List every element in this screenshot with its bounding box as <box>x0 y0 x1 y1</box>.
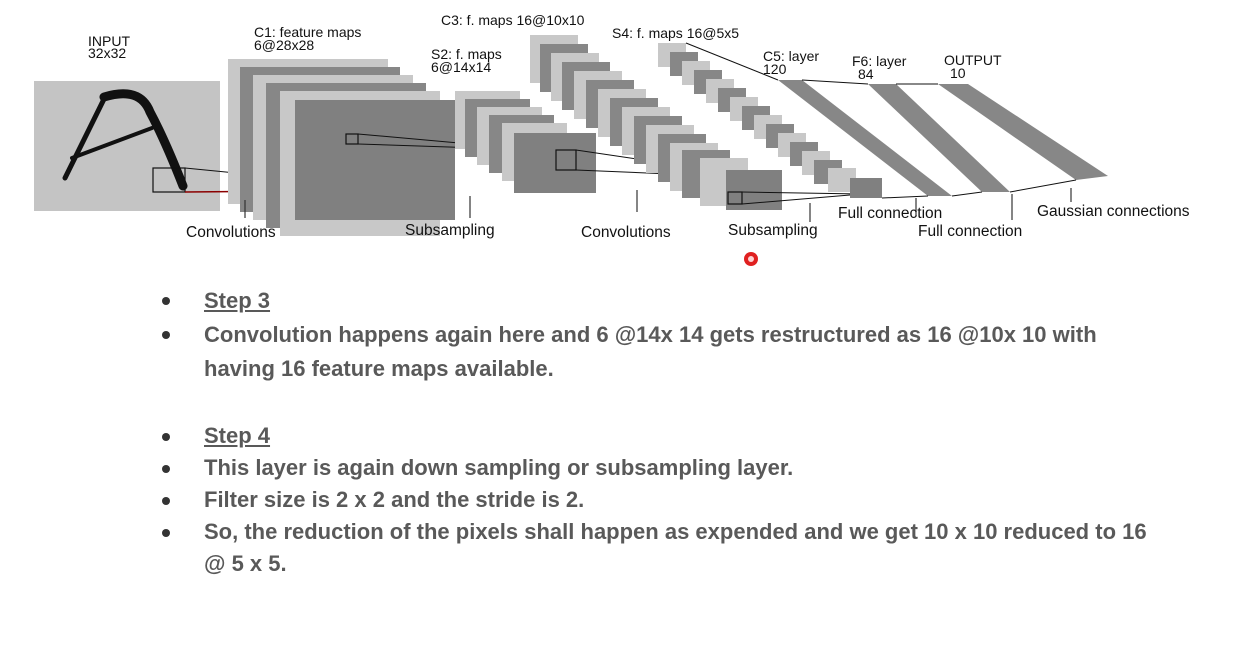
bullet-icon <box>162 331 170 339</box>
c5-layer-band <box>778 80 952 196</box>
c1-label: C1: feature maps <box>254 24 361 40</box>
step3-heading: Step 3 <box>160 284 1160 318</box>
output-size-label: 10 <box>950 65 966 81</box>
f6-size-label: 84 <box>858 66 874 82</box>
output-layer-band <box>938 84 1108 180</box>
s2-label: S2: f. maps <box>431 46 502 62</box>
input-size-label: 32x32 <box>88 45 126 61</box>
step4-line: Filter size is 2 x 2 and the stride is 2… <box>160 484 1160 516</box>
lenet-architecture-diagram: INPUT 32x32 C1: feature maps 6@28x28 S2:… <box>34 12 1190 241</box>
op-subsampling-2: Subsampling <box>728 222 818 239</box>
op-full-connection-2: Full connection <box>918 223 1022 240</box>
c1-size-label: 6@28x28 <box>254 37 314 53</box>
connection-lines <box>685 42 1077 199</box>
step4-line: This layer is again down sampling or sub… <box>160 452 1160 484</box>
f6-layer-band <box>868 84 1010 192</box>
input-letter-a-glyph <box>62 89 188 191</box>
s4-feature-maps <box>658 43 882 198</box>
c1-feature-maps <box>228 59 455 236</box>
bullet-icon <box>162 297 170 305</box>
c3-label: C3: f. maps 16@10x10 <box>441 12 585 28</box>
bullet-icon <box>162 529 170 537</box>
s2-size-label: 6@14x14 <box>431 59 491 75</box>
s4-label: S4: f. maps 16@5x5 <box>612 25 739 41</box>
output-label: OUTPUT <box>944 52 1002 68</box>
step-notes: Step 3 Convolution happens again here an… <box>160 284 1160 580</box>
input-label: INPUT <box>88 33 130 49</box>
bullet-icon <box>162 465 170 473</box>
op-convolutions-1: Convolutions <box>186 224 276 241</box>
step4-line: So, the reduction of the pixels shall ha… <box>160 516 1160 580</box>
c5-size-label: 120 <box>763 61 787 77</box>
input-image <box>34 81 220 211</box>
cursor-indicator <box>744 252 758 266</box>
operation-tick-marks <box>244 188 1072 222</box>
s2-feature-maps <box>455 91 596 193</box>
op-convolutions-2: Convolutions <box>581 224 671 241</box>
c5-label: C5: layer <box>763 48 819 64</box>
op-subsampling-1: Subsampling <box>405 222 495 239</box>
input-receptive-field <box>152 167 186 193</box>
op-full-connection-1: Full connection <box>838 205 942 222</box>
step4-heading: Step 4 <box>160 420 1160 452</box>
c3-feature-maps <box>530 35 782 210</box>
op-gaussian-connections: Gaussian connections <box>1037 203 1190 220</box>
f6-label: F6: layer <box>852 53 907 69</box>
bullet-icon <box>162 497 170 505</box>
bullet-icon <box>162 433 170 441</box>
step3-line: Convolution happens again here and 6 @14… <box>160 318 1160 386</box>
